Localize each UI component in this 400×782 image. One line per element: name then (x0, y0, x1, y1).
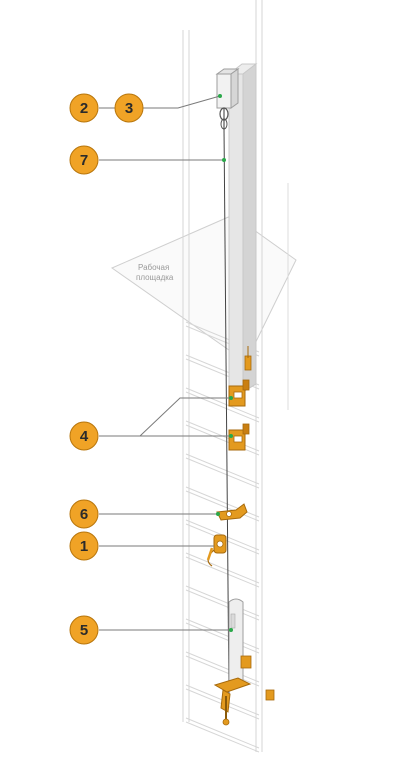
ladder-rung-edge (185, 622, 260, 654)
callout-badge-2: 2 (69, 93, 99, 123)
svg-text:5: 5 (80, 622, 88, 639)
leader-lines (99, 95, 231, 631)
ladder-rung-edge (185, 655, 260, 687)
cable-guide (216, 503, 248, 521)
svg-text:1: 1 (80, 538, 88, 555)
ladder-rung-edge (185, 457, 260, 489)
callout-badge-5: 5 (69, 615, 99, 645)
callout-badge-4: 4 (69, 421, 99, 451)
ladder (182, 0, 263, 753)
platform-label-line2: площадка (136, 273, 174, 282)
ladder-rung-edge (185, 391, 260, 423)
fall-arrester (206, 534, 227, 567)
safety-cable (223, 127, 230, 701)
ladder-rung (185, 552, 260, 584)
ladder-rung-edge (185, 556, 260, 588)
callout-badge-6: 6 (69, 499, 99, 529)
ladder-rung-edge (185, 490, 260, 522)
ladder-rung (185, 387, 260, 419)
svg-text:6: 6 (80, 506, 88, 523)
callout-points (216, 94, 233, 632)
svg-text:4: 4 (80, 428, 89, 445)
ladder-rung-edge (185, 424, 260, 456)
platform-label-line1: Рабочая (138, 263, 169, 272)
ladder-rung (185, 453, 260, 485)
ladder-rung (185, 618, 260, 650)
callout-badges: 2 3 7 4 6 1 5 (69, 93, 144, 645)
rail-brackets (228, 346, 252, 451)
ladder-rung-edge (185, 589, 260, 621)
ladder-rung (185, 651, 260, 683)
working-platform: Рабочая площадка (110, 183, 297, 410)
ladder-rung (185, 717, 260, 749)
svg-text:2: 2 (80, 100, 88, 117)
ladder-rung-edge (185, 721, 260, 753)
callout-badge-7: 7 (69, 145, 99, 175)
callout-badge-3: 3 (114, 93, 144, 123)
ladder-rung (185, 585, 260, 617)
svg-text:7: 7 (80, 152, 88, 169)
vertical-rail (227, 62, 258, 393)
bottom-anchor-assembly (213, 598, 275, 726)
svg-text:3: 3 (125, 100, 133, 117)
callout-badge-1: 1 (69, 531, 99, 561)
